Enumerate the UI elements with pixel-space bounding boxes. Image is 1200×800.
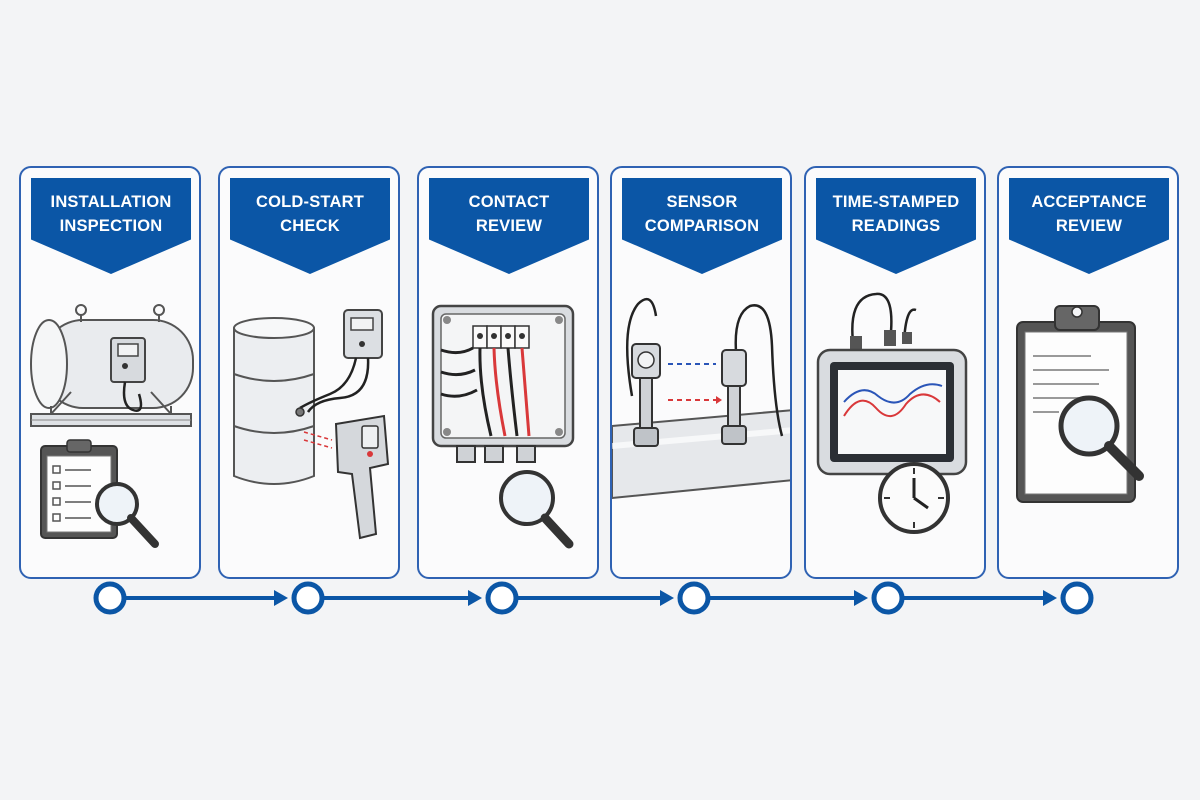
step-card-cold-start-check: COLD-START CHECK	[218, 166, 400, 579]
step-title-line2: COMPARISON	[644, 217, 760, 235]
timeline-node	[485, 581, 519, 615]
step-banner: TIME-STAMPED READINGS	[816, 178, 976, 274]
step-card-contact-review: CONTACT REVIEW	[417, 166, 599, 579]
timeline-arrow-head	[854, 590, 868, 606]
timeline-arrow-head	[660, 590, 674, 606]
step-banner: ACCEPTANCE REVIEW	[1009, 178, 1169, 274]
step-title-line2: REVIEW	[1055, 217, 1123, 235]
junction-box-icon	[419, 286, 597, 576]
timeline-node	[93, 581, 127, 615]
step-title-line2: CHECK	[280, 217, 340, 235]
timeline-arrow-head	[1043, 590, 1057, 606]
step-card-acceptance-review: ACCEPTANCE REVIEW	[997, 166, 1179, 579]
timeline-arrow-head	[468, 590, 482, 606]
step-title-line1: ACCEPTANCE	[1031, 193, 1147, 211]
tank-inspection-icon	[21, 286, 199, 576]
step-banner: INSTALLATION INSPECTION	[31, 178, 191, 274]
drum-thermometer-icon	[220, 286, 398, 576]
clipboard-review-icon	[999, 286, 1177, 576]
step-banner: COLD-START CHECK	[230, 178, 390, 274]
step-title-line2: READINGS	[851, 217, 941, 235]
step-card-time-stamped-readings: TIME-STAMPED READINGS	[804, 166, 986, 579]
step-title-line1: TIME-STAMPED	[832, 193, 960, 211]
step-title-line1: INSTALLATION	[50, 193, 172, 211]
step-banner: CONTACT REVIEW	[429, 178, 589, 274]
monitor-clock-icon	[806, 286, 984, 576]
timeline-node	[677, 581, 711, 615]
step-card-sensor-comparison: SENSOR COMPARISON	[610, 166, 792, 579]
step-title-line1: CONTACT	[468, 193, 550, 211]
step-title-line1: SENSOR	[666, 193, 738, 211]
timeline-node	[1060, 581, 1094, 615]
step-banner: SENSOR COMPARISON	[622, 178, 782, 274]
step-title-line2: REVIEW	[475, 217, 543, 235]
timeline-arrow-head	[274, 590, 288, 606]
pipe-sensors-icon	[612, 286, 790, 576]
step-title-line2: INSPECTION	[59, 217, 163, 235]
step-card-installation-inspection: INSTALLATION INSPECTION	[19, 166, 201, 579]
step-title-line1: COLD-START	[255, 193, 364, 211]
timeline-node	[291, 581, 325, 615]
timeline-node	[871, 581, 905, 615]
